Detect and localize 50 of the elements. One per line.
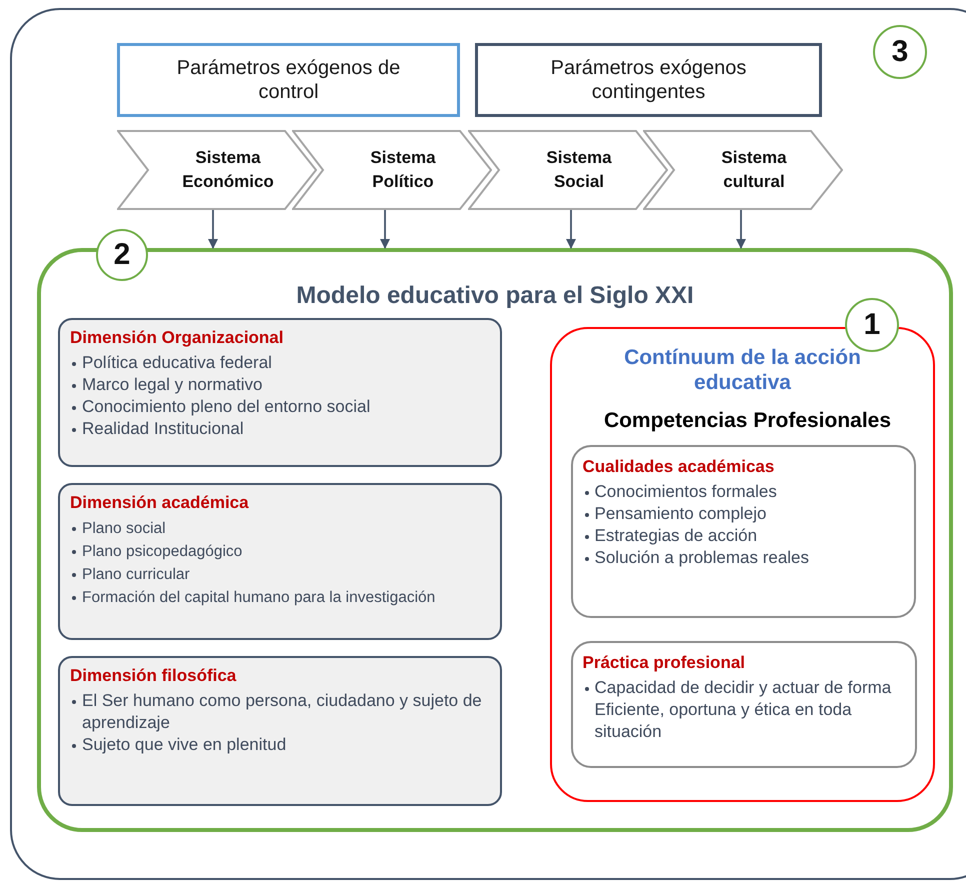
arrow [208, 210, 218, 249]
model-title: Modelo educativo para el Siglo XXI [295, 282, 695, 310]
number-label: 2 [114, 238, 130, 272]
chevron-shape [117, 130, 317, 210]
bullet-item: Capacidad de decidir y actuar de forma Eficiente, oportuna y ética en toda situación [582, 676, 904, 742]
arrow [380, 210, 390, 249]
dimension-heading: Dimensión filosófica [70, 666, 238, 686]
parameter-box [117, 43, 460, 117]
chevron-shape [643, 130, 843, 210]
bullet-item: Marco legal y normativo [70, 374, 490, 396]
competencies-title: Competencias Profesionales [602, 409, 892, 433]
bullet-item: Plano curricular [70, 563, 490, 586]
dimension-box [58, 656, 502, 806]
parameter-label: Parámetros exógenos de control [176, 56, 401, 104]
continuum-title: Contínuum de la acción educativa [623, 345, 862, 396]
bullet-item: Pensamiento complejo [582, 502, 904, 524]
competency-box [570, 444, 916, 618]
dimension-heading: Cualidades académicas [582, 456, 776, 476]
dimension-heading: Práctica profesional [582, 652, 746, 672]
chevron-label: Sistema Social [545, 147, 613, 193]
chevron-shape [292, 130, 492, 210]
number-label: 1 [864, 308, 880, 342]
chevron-label: Sistema cultural [720, 147, 788, 193]
bullet-item: Realidad Institucional [70, 418, 490, 440]
parameter-box [475, 43, 822, 117]
arrow [736, 210, 746, 249]
dimension-box [58, 318, 502, 467]
chevron-label: Sistema Económico [181, 147, 275, 193]
bullet-item: El Ser humano como persona, ciudadano y sujeto de aprendizaje [70, 690, 490, 734]
chevron-label: Sistema Político [369, 147, 437, 193]
bullet-item: Plano psicopedagógico [70, 540, 490, 563]
competency-box [570, 640, 916, 768]
outer-frame [10, 8, 966, 880]
dimension-heading: Dimensión Organizacional [70, 328, 284, 348]
bullet-item: Política educativa federal [70, 352, 490, 374]
bullet-item: Sujeto que vive en plenitud [70, 734, 490, 756]
bullet-item: Conocimiento pleno del entorno social [70, 396, 490, 418]
bullet-item: Conocimientos formales [582, 480, 904, 502]
number-label: 3 [892, 35, 908, 69]
number-circle [873, 25, 927, 79]
bullet-item: Estrategias de acción [582, 524, 904, 546]
parameter-label: Parámetros exógenos contingentes [550, 56, 748, 104]
dimension-box [58, 483, 502, 640]
arrow [566, 210, 576, 249]
dimension-heading: Dimensión académica [70, 493, 250, 513]
number-circle [96, 229, 148, 281]
bullet-item: Plano social [70, 517, 490, 540]
bullet-item: Solución a problemas reales [582, 546, 904, 568]
chevron-shape [468, 130, 668, 210]
bullet-item: Formación del capital humano para la investigación [70, 586, 490, 609]
